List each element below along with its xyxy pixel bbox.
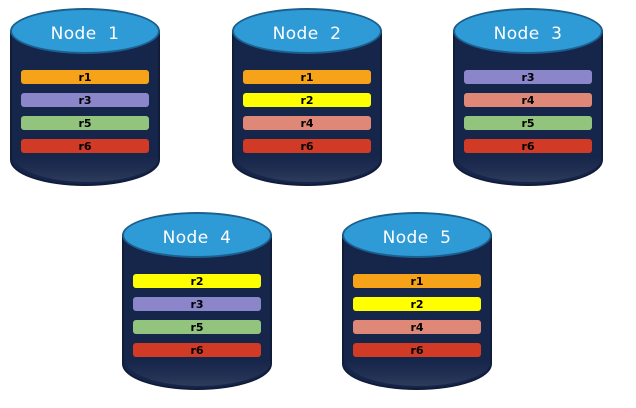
node-label: Node 5 bbox=[382, 228, 452, 248]
replica-r4[interactable]: r4 bbox=[243, 116, 371, 130]
replica-r4[interactable]: r4 bbox=[464, 93, 592, 107]
cylinder-top-ellipse bbox=[10, 8, 160, 54]
replica-r6[interactable]: r6 bbox=[21, 139, 149, 153]
replica-r3[interactable]: r3 bbox=[464, 70, 592, 84]
replica-r1[interactable]: r1 bbox=[21, 70, 149, 84]
cylinder-top-ellipse bbox=[453, 8, 603, 54]
node-label: Node 2 bbox=[272, 24, 342, 44]
replica-r6[interactable]: r6 bbox=[464, 139, 592, 153]
node-label: Node 1 bbox=[50, 24, 120, 44]
cylinder-top-ellipse bbox=[342, 212, 492, 258]
node-5[interactable]: Node 5 r1 r2 r4 r6 bbox=[342, 212, 492, 390]
node-label: Node 3 bbox=[493, 24, 563, 44]
cylinder-top-ellipse bbox=[122, 212, 272, 258]
replica-list: r1 r2 r4 r6 bbox=[243, 70, 371, 153]
replica-r1[interactable]: r1 bbox=[243, 70, 371, 84]
cylinder-bottom-shading bbox=[236, 156, 382, 182]
cylinder-top-ellipse bbox=[232, 8, 382, 54]
replica-r4[interactable]: r4 bbox=[353, 320, 481, 334]
cylinder-bottom-shading bbox=[346, 360, 492, 386]
node-label: Node 4 bbox=[162, 228, 232, 248]
replica-r2[interactable]: r2 bbox=[353, 297, 481, 311]
replica-r1[interactable]: r1 bbox=[353, 274, 481, 288]
node-2[interactable]: Node 2 r1 r2 r4 r6 bbox=[232, 8, 382, 186]
node-3[interactable]: Node 3 r3 r4 r5 r6 bbox=[453, 8, 603, 186]
replica-list: r1 r3 r5 r6 bbox=[21, 70, 149, 153]
cylinder-bottom-shading bbox=[457, 156, 603, 182]
replica-r3[interactable]: r3 bbox=[133, 297, 261, 311]
replica-r2[interactable]: r2 bbox=[243, 93, 371, 107]
replica-list: r3 r4 r5 r6 bbox=[464, 70, 592, 153]
replica-list: r1 r2 r4 r6 bbox=[353, 274, 481, 357]
replica-r2[interactable]: r2 bbox=[133, 274, 261, 288]
replica-r6[interactable]: r6 bbox=[353, 343, 481, 357]
replica-r5[interactable]: r5 bbox=[21, 116, 149, 130]
cylinder-bottom-shading bbox=[126, 360, 272, 386]
replica-r5[interactable]: r5 bbox=[464, 116, 592, 130]
replica-r6[interactable]: r6 bbox=[243, 139, 371, 153]
replica-r6[interactable]: r6 bbox=[133, 343, 261, 357]
replica-r5[interactable]: r5 bbox=[133, 320, 261, 334]
node-4[interactable]: Node 4 r2 r3 r5 r6 bbox=[122, 212, 272, 390]
replica-list: r2 r3 r5 r6 bbox=[133, 274, 261, 357]
replica-r3[interactable]: r3 bbox=[21, 93, 149, 107]
node-1[interactable]: Node 1 r1 r3 r5 r6 bbox=[10, 8, 160, 186]
cylinder-bottom-shading bbox=[14, 156, 160, 182]
